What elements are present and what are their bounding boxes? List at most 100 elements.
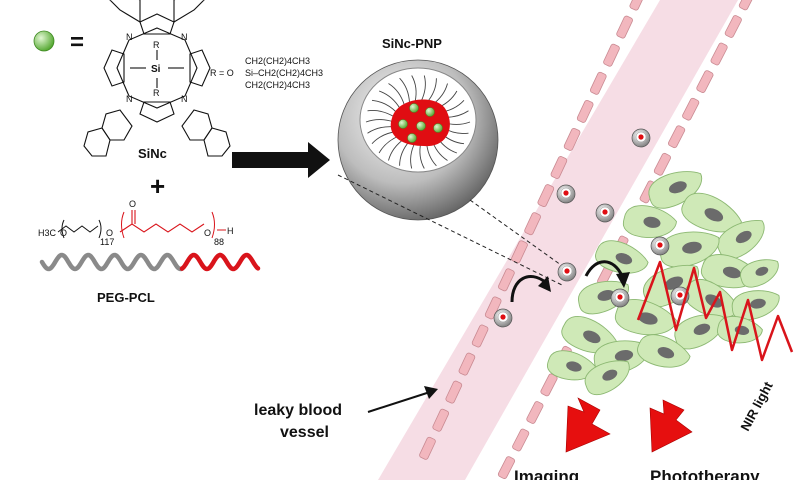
tumor-cell xyxy=(614,299,677,336)
n-atom-bottom-left: N xyxy=(126,94,133,104)
tumor-cell xyxy=(584,360,630,396)
mini-core xyxy=(617,294,623,300)
n-atom-top-left: N xyxy=(126,32,133,42)
carbonyl-o-label: O xyxy=(129,199,136,209)
extravasation-arrowhead-2 xyxy=(616,272,630,288)
r-definition-prefix: R = O xyxy=(210,68,234,78)
mini-core xyxy=(602,209,608,215)
vessel-wall-cell xyxy=(589,71,607,95)
peg-chain xyxy=(411,75,417,102)
cell-nucleus xyxy=(755,266,769,276)
tumor-cell xyxy=(717,220,765,260)
r-bottom: R xyxy=(153,88,160,98)
tumor-tissue xyxy=(546,171,780,396)
vessel-wall-cell xyxy=(696,70,714,93)
phototherapy-arrow xyxy=(649,399,693,453)
peg-chain xyxy=(367,110,395,118)
mini-nanoparticle xyxy=(493,308,513,328)
cell-nucleus xyxy=(735,230,752,244)
peg-backbone xyxy=(57,225,99,233)
sinc-pnp-nanoparticle xyxy=(337,59,499,221)
tumor-cell xyxy=(561,316,619,354)
mini-core xyxy=(564,268,570,274)
nanoparticle-label: SiNc-PNP xyxy=(382,36,442,51)
cell-nucleus xyxy=(597,290,615,301)
pcl-o-label: O xyxy=(204,228,211,238)
peg-chain xyxy=(399,77,410,103)
nir-light-wave xyxy=(636,260,794,362)
h3c-label: H3C xyxy=(38,228,57,238)
cell-nucleus xyxy=(657,347,675,359)
zoom-line-top xyxy=(469,199,569,271)
outcome-phototherapy: Phototherapy xyxy=(650,467,760,480)
extravasation-arrow-2 xyxy=(584,260,624,277)
vessel-wall-cell xyxy=(616,15,633,39)
vessel-wall-cell xyxy=(526,401,544,424)
si-atom: Si xyxy=(151,64,161,75)
mini-core xyxy=(500,314,506,320)
vessel-label-line2: vessel xyxy=(280,424,329,441)
peg-chain xyxy=(371,99,398,113)
imaging-arrow xyxy=(565,397,611,453)
extravasation-arrow-1 xyxy=(510,275,546,303)
ester-o-label: O xyxy=(106,228,113,238)
vessel-wall-cell xyxy=(710,42,728,66)
cell-nucleus xyxy=(638,312,658,325)
vessel-wall-cell xyxy=(738,0,756,11)
end-h-label: H xyxy=(227,226,234,236)
sinc-green-dot-icon xyxy=(33,30,55,52)
extravasation-arrowhead-1 xyxy=(538,276,551,292)
vessel-wall-cell xyxy=(524,212,541,236)
cell-nucleus xyxy=(615,253,633,265)
sinc-structure xyxy=(83,0,231,157)
circulating-nanoparticles xyxy=(493,128,690,328)
tumor-cell xyxy=(659,231,720,268)
peg-repeat-count: 117 xyxy=(100,237,114,247)
tumor-cell xyxy=(740,259,779,288)
peg-coil xyxy=(39,252,185,272)
outcome-imaging: Imaging xyxy=(514,467,579,480)
cell-nucleus xyxy=(722,266,741,279)
peg-chain xyxy=(420,75,426,102)
vessel-wall-cell xyxy=(471,324,489,348)
tumor-cell xyxy=(595,240,649,274)
peg-bracket-right xyxy=(98,219,102,239)
vessel-wall-cell xyxy=(537,184,555,208)
mini-core xyxy=(657,242,663,248)
mini-core xyxy=(677,292,683,298)
cell-nucleus xyxy=(602,369,618,381)
peg-chain xyxy=(388,83,405,106)
mini-nanoparticle xyxy=(557,262,577,282)
vessel-wall-cell xyxy=(724,15,742,38)
mini-nanoparticle xyxy=(650,236,670,256)
pcl-repeat-count: 88 xyxy=(214,237,224,247)
mini-nanoparticle xyxy=(595,203,615,223)
r-definition-chain-2: Si–CH2(CH2)4CH3 xyxy=(245,68,323,78)
plus-sign: + xyxy=(150,171,165,201)
peg-pcl-label: PEG-PCL xyxy=(97,290,155,305)
vessel-wall-cell xyxy=(668,125,686,149)
vessel-pointer-line xyxy=(367,391,431,413)
cell-nucleus xyxy=(704,208,724,222)
assembly-arrow xyxy=(232,142,330,178)
mini-nanoparticle xyxy=(610,288,630,308)
r-top: R xyxy=(153,40,160,50)
peg-bracket-left xyxy=(61,219,65,239)
pcl-backbone xyxy=(119,223,205,233)
vessel-wall-cell xyxy=(682,97,700,121)
vessel-wall-cell xyxy=(419,436,436,460)
vessel-wall-cell xyxy=(540,373,558,397)
vessel-wall-cell xyxy=(432,408,450,432)
cell-nucleus xyxy=(643,216,661,228)
cell-nucleus xyxy=(682,241,702,254)
cell-nucleus xyxy=(614,350,634,362)
pcl-bracket-left xyxy=(121,211,125,239)
sinc-dye-particles xyxy=(398,103,443,143)
tumor-cell xyxy=(637,334,691,368)
vessel-wall-cell xyxy=(445,380,463,404)
nir-light-label: NIR light xyxy=(737,379,776,434)
peg-o-label: O xyxy=(60,228,67,238)
tumor-cell xyxy=(648,171,703,209)
cell-nucleus xyxy=(583,330,601,344)
vessel-wall-cell xyxy=(629,0,647,11)
